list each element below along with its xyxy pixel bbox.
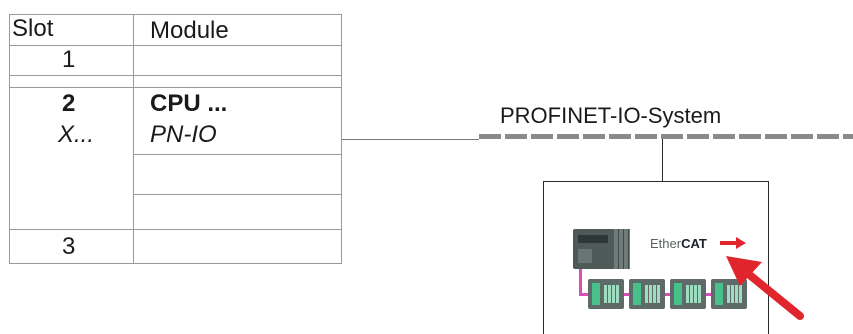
- module-cell-pn-io[interactable]: PN-IO: [150, 121, 217, 148]
- row-divider: [10, 75, 341, 76]
- bus-drop-line: [662, 139, 663, 181]
- slot-cell[interactable]: X...: [58, 121, 95, 148]
- logo-arrow-icon: [720, 237, 746, 249]
- profinet-bus[interactable]: [479, 134, 853, 139]
- row-divider: [133, 154, 341, 155]
- column-divider: [133, 15, 134, 263]
- pn-io-connection-line: [342, 139, 479, 140]
- ethercat-wire: [579, 269, 582, 296]
- ethercat-logo: EtherCAT: [650, 236, 707, 252]
- module-column-header: Module: [150, 17, 229, 44]
- ethercat-slave-icon: [588, 279, 624, 309]
- slot-cell[interactable]: 1: [62, 46, 76, 73]
- profinet-system-label: PROFINET-IO-System: [500, 103, 722, 128]
- ethercat-slave-icon: [670, 279, 706, 309]
- ethercat-logo-light: Ether: [650, 236, 682, 251]
- row-divider: [10, 229, 341, 230]
- red-arrow-icon: [726, 256, 804, 320]
- io-modules-icon: [614, 229, 630, 269]
- cpu-module-icon: [573, 229, 615, 269]
- ethercat-slave-icon: [629, 279, 665, 309]
- row-divider: [10, 87, 341, 88]
- row-divider: [133, 194, 341, 195]
- slot-column-header: Slot: [12, 15, 54, 42]
- slot-cell[interactable]: 2: [62, 90, 76, 117]
- slot-module-table: Slot Module 1 2 CPU ... X... PN-IO 3: [9, 14, 342, 264]
- module-cell-cpu[interactable]: CPU ...: [150, 90, 228, 117]
- header-divider: [10, 45, 341, 46]
- slot-cell[interactable]: 3: [62, 233, 76, 260]
- ethercat-logo-bold: CAT: [681, 236, 707, 251]
